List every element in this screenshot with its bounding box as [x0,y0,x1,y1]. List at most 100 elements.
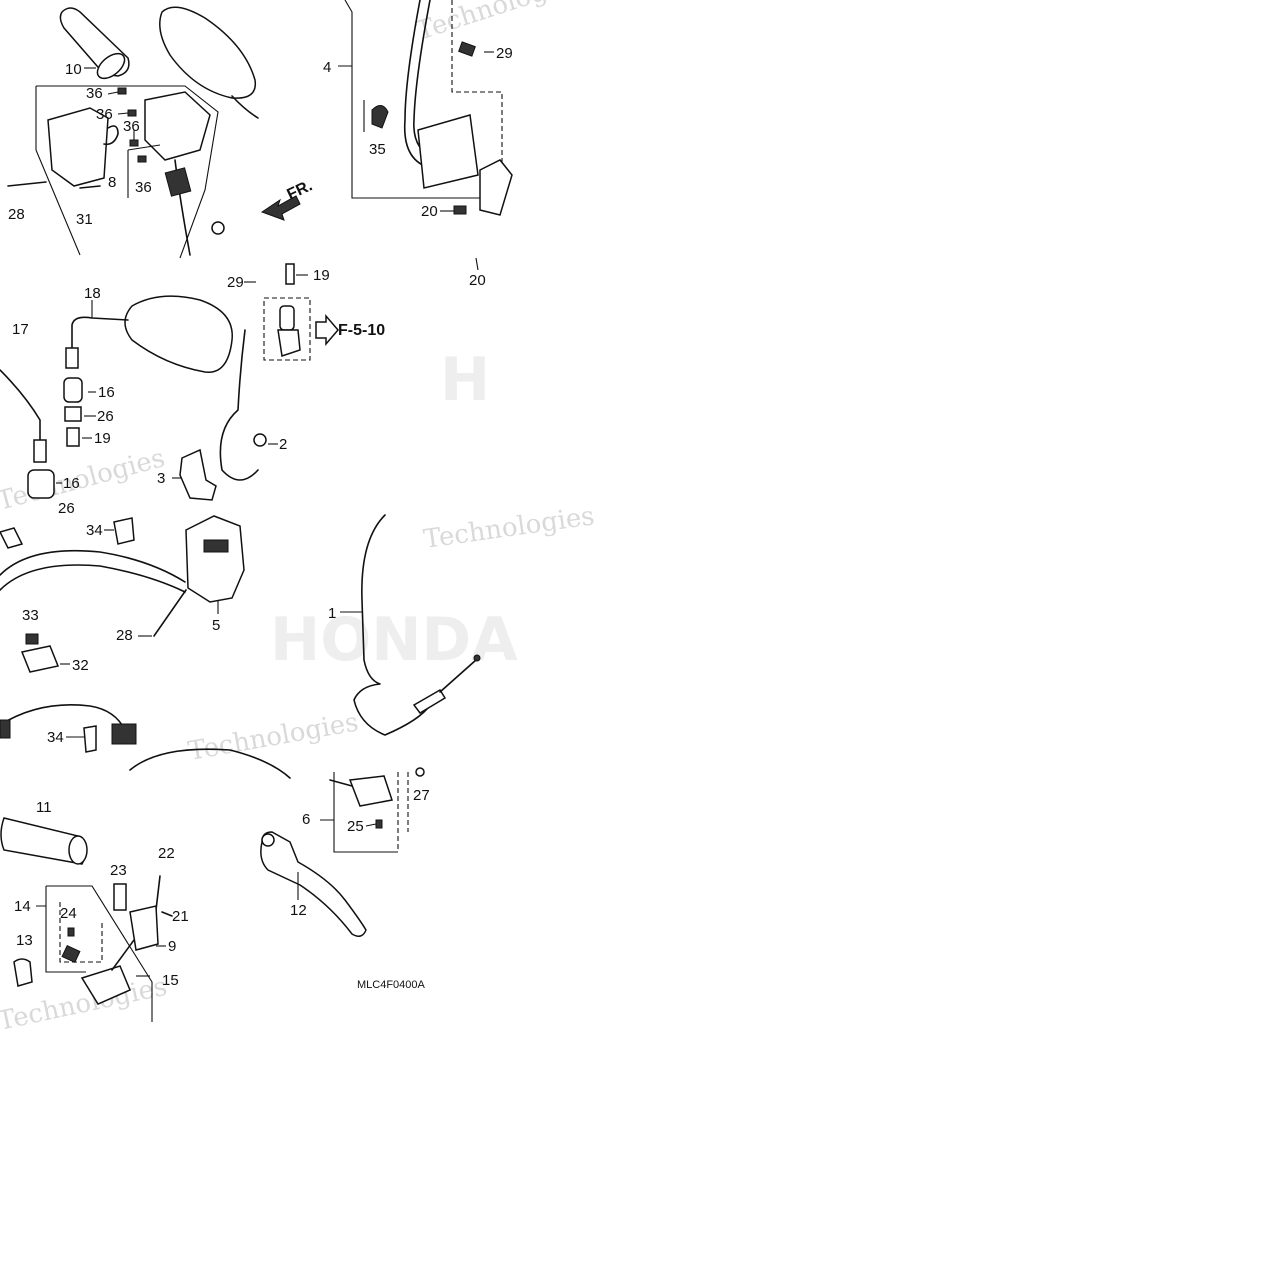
throttle-grip-assembly: FR. [7,6,316,259]
clip-2 [253,433,267,447]
bolt-head-small [211,221,225,235]
clutch-switch-group-6 [320,767,425,853]
clip-34-upper [113,517,135,545]
callout-34: 34 [47,729,64,746]
diagram-code: MLC4F0400A [357,979,426,991]
clutch-cable-1 [353,514,481,736]
callout-31: 31 [76,211,93,228]
callout-14: 14 [14,898,31,915]
callout-32: 32 [72,657,89,674]
callout-4: 4 [323,59,331,76]
callout-10: 10 [65,61,82,78]
callout-8: 8 [108,174,116,191]
switch-wire-harness [174,159,191,256]
watermark-text-1: Technologies [413,0,586,47]
wire-harness-lower [0,564,186,593]
callout-27: 27 [413,787,430,804]
wire-lower-mid [129,748,291,779]
callout-19: 19 [94,430,111,447]
callout-6: 6 [302,811,310,828]
screw-36-a [117,87,127,95]
callout-16: 16 [63,475,80,492]
switch-housing-5 [185,515,245,603]
cable-inner-wire [439,659,477,693]
throttle-housing [417,114,479,189]
callout-11: 11 [36,799,52,816]
cable-a [403,0,461,169]
connector-left [0,719,11,739]
left-grip-assembly [0,817,173,1022]
callout-16: 16 [98,384,115,401]
callout-20b-tick [475,257,479,271]
bolt-22 [155,875,161,911]
group-4-bracket [338,0,505,199]
callout-26: 26 [58,500,75,517]
brand-watermark-top: H [440,345,490,415]
weight-19-upper [285,263,295,285]
callout-3: 3 [157,470,165,487]
cable-adjuster [412,688,447,714]
bracket-20 [479,159,513,216]
callout-20: 20 [469,272,486,289]
screw-25 [375,819,383,829]
front-direction-label: FR. [285,177,316,203]
callout-36: 36 [96,106,113,123]
screw-28b-shaft [153,589,187,637]
mirror-stem-18 [71,316,129,366]
clip-left-edge [0,527,24,549]
right-mirror [159,6,257,99]
callout-36: 36 [135,179,152,196]
callout-15: 15 [162,972,179,989]
perch-link [111,939,135,971]
callout-25: 25 [347,818,364,835]
mirror-thread [65,347,79,369]
callout-5: 5 [212,617,220,634]
bolt-20-head [453,205,467,215]
switch-wire [329,779,353,787]
clip-29-icon [458,41,476,57]
clutch-switch [348,775,393,807]
ref-part-body [279,305,295,331]
cable-end-nipple [473,654,481,662]
handlebar-17 [0,369,41,451]
group-6-dashed [397,772,409,852]
screw-36-c [129,139,139,147]
screw-23 [113,883,127,911]
perch-body-15 [80,965,131,1005]
nut-26 [64,406,82,422]
perch-clamp-9 [129,905,159,951]
bolt-33 [25,633,39,645]
callout-9: 9 [168,938,176,955]
reference-link-label[interactable]: F-5-10 [338,322,385,339]
callout-1: 1 [328,605,336,622]
callout-13: 13 [16,932,33,949]
bracket-3 [179,448,217,501]
clutch-cable-upper [219,329,259,481]
clutch-lever [260,831,367,937]
callout-23: 23 [110,862,127,879]
callout-29: 29 [227,274,244,291]
callout-26: 26 [97,408,114,425]
switch-group-outline [35,85,219,259]
left-switch-assembly [0,329,291,779]
wire-harness-bottom [0,704,126,731]
ref-arrow-icon [315,313,339,347]
bar-end-weight-16b [27,469,55,499]
callout-34: 34 [86,522,103,539]
clip-34-lower [83,725,97,753]
clutch-cable-path [353,514,431,736]
screw-19 [66,427,80,447]
group-14-dashed [59,902,103,963]
callout-36: 36 [86,85,103,102]
callout-18: 18 [84,285,101,302]
left-mirror [124,295,233,373]
bar-end-weight-16 [63,377,83,403]
switch-housing-cover [47,107,109,187]
callout-35: 35 [369,141,386,158]
screw-28-shaft [7,181,47,187]
ref-dashed-box [263,297,311,361]
bolt-13 [13,958,33,987]
pin-27 [415,767,425,777]
screw-24 [67,927,75,937]
